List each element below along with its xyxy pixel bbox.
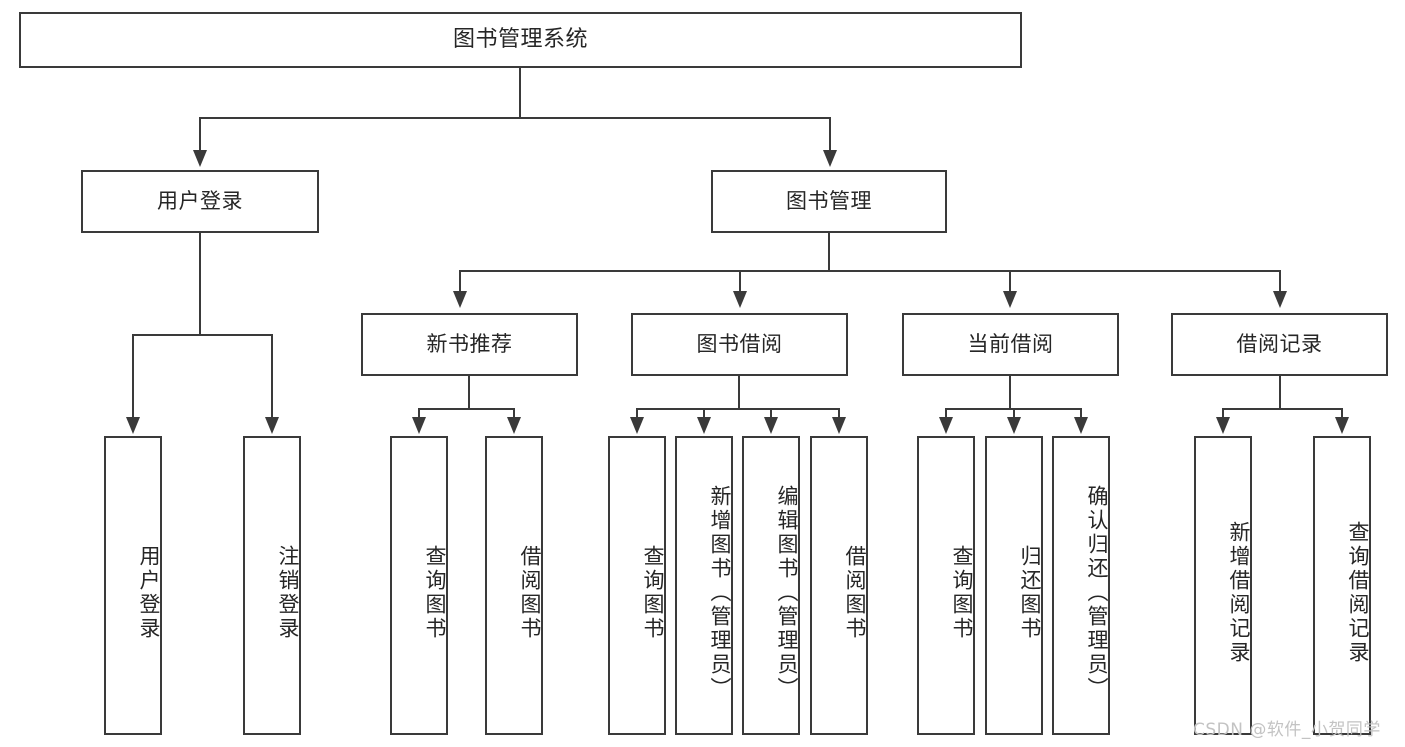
arrowhead-borrow-leaf-1 <box>630 417 644 434</box>
leaf-query-borrow-record[interactable]: 查询借阅记录 <box>1313 436 1371 735</box>
arrowhead-current-leaf-2 <box>1007 417 1021 434</box>
leaf-edit-book-admin-label: 编辑图书（管理员） <box>775 484 799 701</box>
arrowhead-borrow-leaf-2 <box>697 417 711 434</box>
edge-borrow-bar <box>636 408 839 410</box>
edge-records-to-leaf-2 <box>1341 408 1343 419</box>
leaf-query-book-recommend[interactable]: 查询图书 <box>390 436 448 735</box>
leaf-return-book[interactable]: 归还图书 <box>985 436 1043 735</box>
edge-current-stem <box>1009 376 1011 409</box>
arrowhead-current <box>1003 291 1017 308</box>
node-book-borrow[interactable]: 图书借阅 <box>631 313 848 376</box>
node-user-login-label: 用户登录 <box>157 188 243 213</box>
node-book-management-label: 图书管理 <box>786 188 872 213</box>
edge-current-to-leaf-1 <box>945 408 947 419</box>
edge-root-to-book-mgmt <box>829 117 831 152</box>
leaf-query-book-recommend-label: 查询图书 <box>423 544 447 641</box>
arrowhead-leaf-user-login <box>126 417 140 434</box>
edge-book-mgmt-to-newbook <box>459 270 461 293</box>
edge-records-stem <box>1279 376 1281 409</box>
edge-newbook-stem <box>468 376 470 409</box>
arrowhead-borrow <box>733 291 747 308</box>
leaf-confirm-return-admin[interactable]: 确认归还（管理员） <box>1052 436 1110 735</box>
edge-newbook-to-leaf-2 <box>513 408 515 419</box>
leaf-logout-label: 注销登录 <box>276 544 300 641</box>
edge-current-to-leaf-3 <box>1080 408 1082 419</box>
leaf-borrow-book-label: 借阅图书 <box>843 544 867 641</box>
arrowhead-book-mgmt <box>823 150 837 167</box>
arrowhead-records-leaf-1 <box>1216 417 1230 434</box>
leaf-query-book-current-label: 查询图书 <box>950 544 974 641</box>
arrowhead-user-login <box>193 150 207 167</box>
leaf-user-login-label: 用户登录 <box>137 544 161 641</box>
arrowhead-records <box>1273 291 1287 308</box>
arrowhead-borrow-leaf-3 <box>764 417 778 434</box>
leaf-edit-book-admin[interactable]: 编辑图书（管理员） <box>742 436 800 735</box>
node-borrow-records[interactable]: 借阅记录 <box>1171 313 1388 376</box>
node-root-system[interactable]: 图书管理系统 <box>19 12 1022 68</box>
edge-book-mgmt-stem <box>828 233 830 271</box>
edge-user-login-to-leaf-2 <box>271 334 273 419</box>
arrowhead-borrow-leaf-4 <box>832 417 846 434</box>
edge-root-stem <box>519 68 521 118</box>
node-current-borrow-label: 当前借阅 <box>967 331 1054 356</box>
node-new-book-recommend-label: 新书推荐 <box>426 331 513 356</box>
edge-book-mgmt-to-borrow <box>739 270 741 293</box>
leaf-user-login[interactable]: 用户登录 <box>104 436 162 735</box>
edge-borrow-to-leaf-2 <box>703 408 705 419</box>
edge-records-to-leaf-1 <box>1222 408 1224 419</box>
csdn-watermark: CSDN @软件_小贺同学 <box>1193 720 1381 740</box>
node-user-login[interactable]: 用户登录 <box>81 170 319 233</box>
arrowhead-newbook-leaf-1 <box>412 417 426 434</box>
leaf-query-book-borrow[interactable]: 查询图书 <box>608 436 666 735</box>
edge-newbook-bar <box>418 408 514 410</box>
edge-book-mgmt-to-records <box>1279 270 1281 293</box>
node-new-book-recommend[interactable]: 新书推荐 <box>361 313 578 376</box>
leaf-add-borrow-record[interactable]: 新增借阅记录 <box>1194 436 1252 735</box>
leaf-add-book-admin-label: 新增图书（管理员） <box>708 484 732 701</box>
node-root-label: 图书管理系统 <box>452 26 588 52</box>
edge-root-bar <box>199 117 831 119</box>
arrowhead-newbook <box>453 291 467 308</box>
edge-records-bar <box>1222 408 1342 410</box>
leaf-confirm-return-admin-label: 确认归还（管理员） <box>1085 484 1109 701</box>
leaf-query-book-borrow-label: 查询图书 <box>641 544 665 641</box>
leaf-add-book-admin[interactable]: 新增图书（管理员） <box>675 436 733 735</box>
edge-root-to-user-login <box>199 117 201 152</box>
leaf-borrow-book-recommend[interactable]: 借阅图书 <box>485 436 543 735</box>
node-book-borrow-label: 图书借阅 <box>696 331 783 356</box>
node-borrow-records-label: 借阅记录 <box>1236 331 1323 356</box>
leaf-borrow-book[interactable]: 借阅图书 <box>810 436 868 735</box>
leaf-borrow-book-recommend-label: 借阅图书 <box>518 544 542 641</box>
node-current-borrow[interactable]: 当前借阅 <box>902 313 1119 376</box>
edge-borrow-to-leaf-3 <box>770 408 772 419</box>
edge-book-mgmt-to-current <box>1009 270 1011 293</box>
leaf-logout[interactable]: 注销登录 <box>243 436 301 735</box>
edge-user-login-to-leaf-1 <box>132 334 134 419</box>
node-book-management[interactable]: 图书管理 <box>711 170 947 233</box>
edge-user-login-bar <box>132 334 271 336</box>
arrowhead-current-leaf-1 <box>939 417 953 434</box>
edge-user-login-stem <box>199 233 201 335</box>
leaf-return-book-label: 归还图书 <box>1018 544 1042 641</box>
edge-borrow-stem <box>738 376 740 409</box>
edge-borrow-to-leaf-4 <box>838 408 840 419</box>
arrowhead-current-leaf-3 <box>1074 417 1088 434</box>
edge-newbook-to-leaf-1 <box>418 408 420 419</box>
leaf-query-book-current[interactable]: 查询图书 <box>917 436 975 735</box>
arrowhead-leaf-logout <box>265 417 279 434</box>
leaf-query-borrow-record-label: 查询借阅记录 <box>1346 520 1370 665</box>
edge-current-to-leaf-2 <box>1013 408 1015 419</box>
arrowhead-newbook-leaf-2 <box>507 417 521 434</box>
leaf-add-borrow-record-label: 新增借阅记录 <box>1227 520 1251 665</box>
arrowhead-records-leaf-2 <box>1335 417 1349 434</box>
edge-borrow-to-leaf-1 <box>636 408 638 419</box>
edge-book-mgmt-bar <box>459 270 1280 272</box>
